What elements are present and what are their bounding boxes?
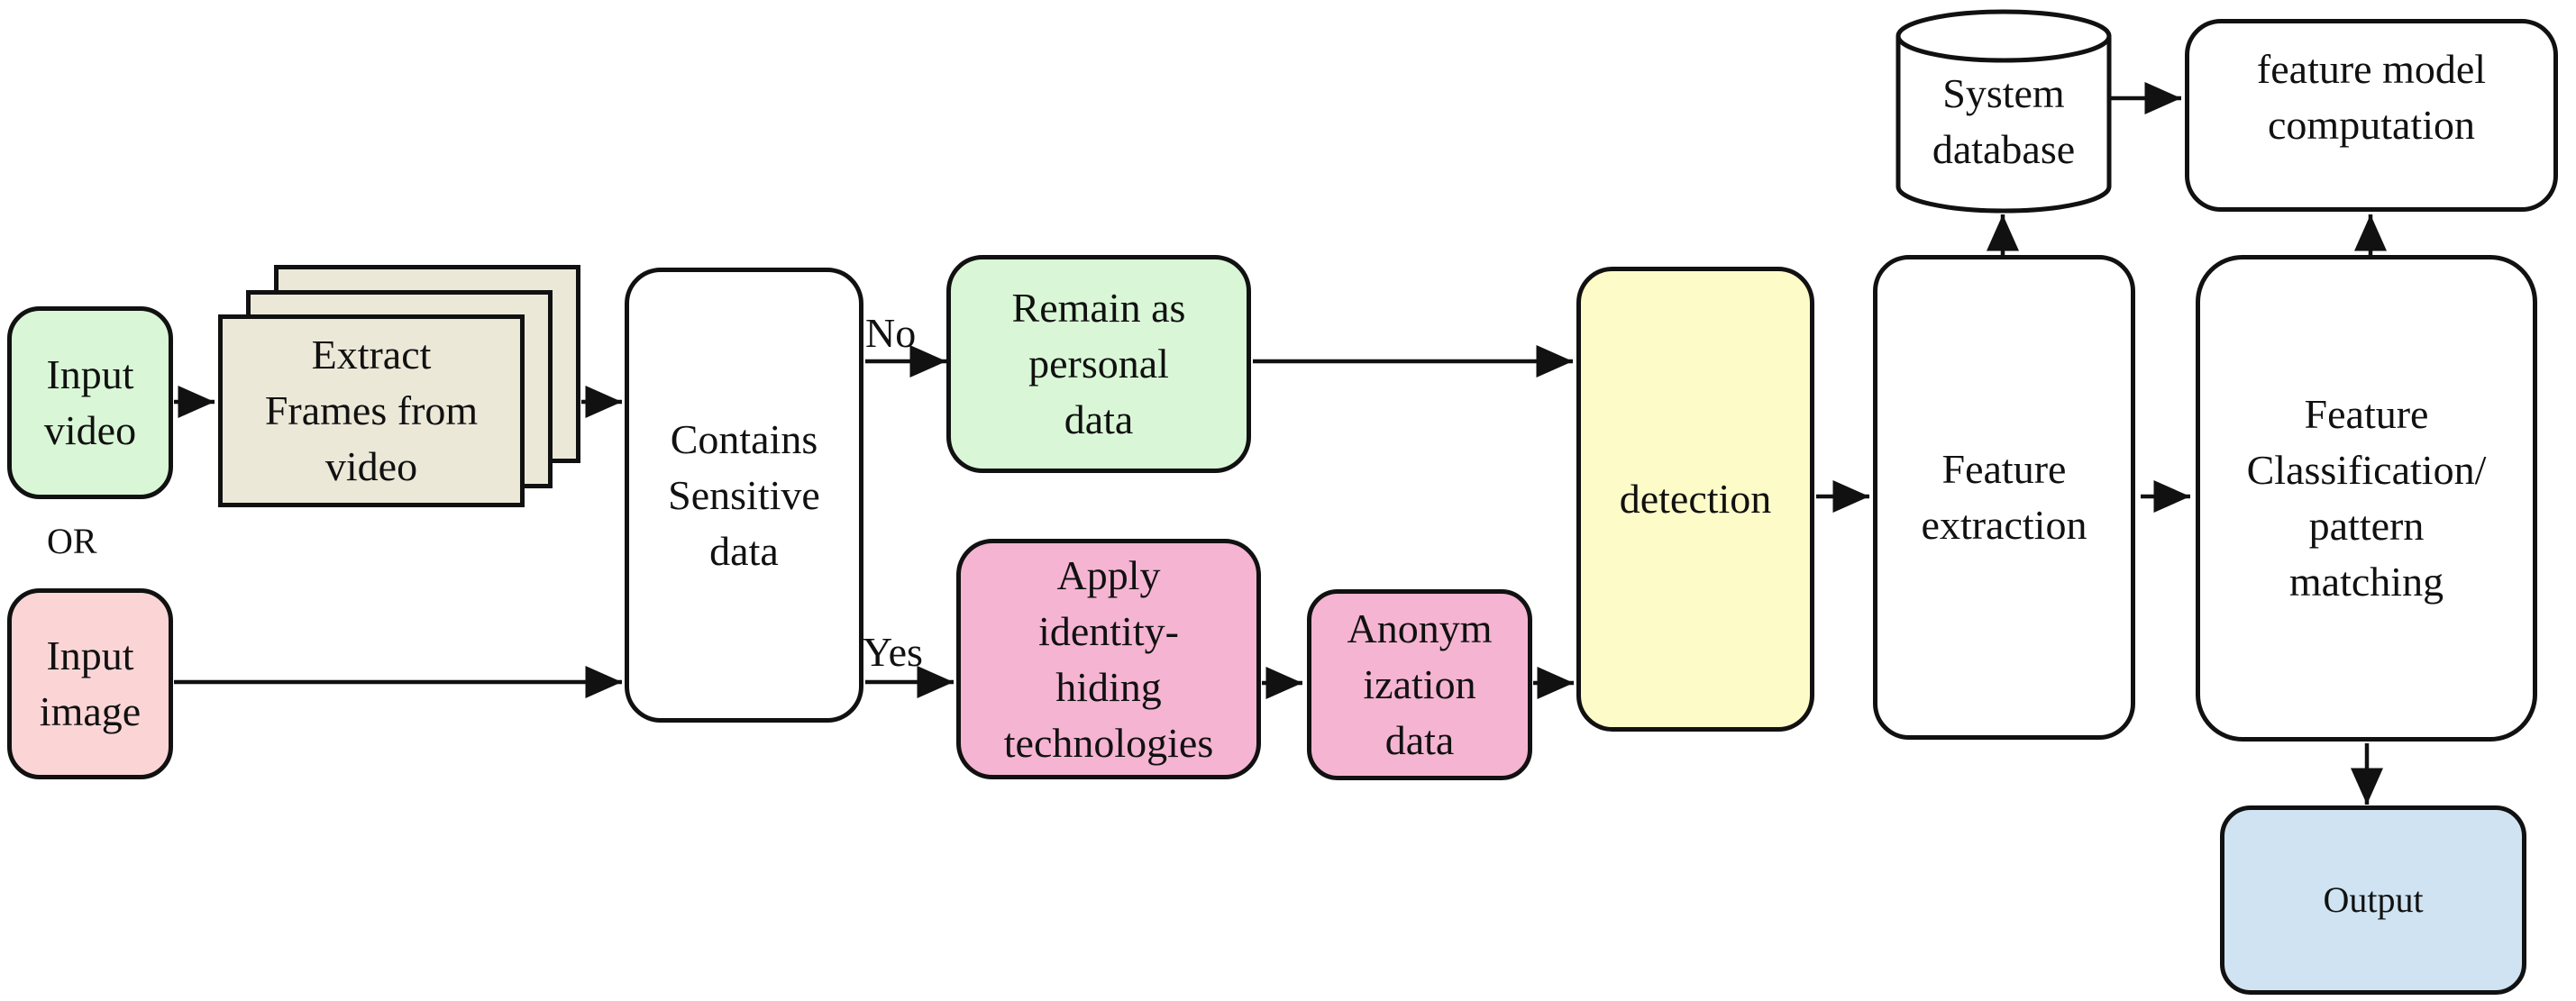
feature-model-node: feature model computation (2185, 19, 2558, 212)
extract-frames-line-1: Extract (311, 332, 432, 378)
remain-personal-line-2: personal (1028, 341, 1169, 387)
apply-identity-line-4: technologies (1003, 719, 1214, 766)
anonymization-line-2: ization (1363, 661, 1476, 707)
feature-extraction-line-2: extraction (1921, 502, 2087, 548)
feature-model-line-1: feature model (2256, 46, 2487, 92)
apply-identity-line-1: Apply (1056, 551, 1161, 598)
feature-classification-line-4: matching (2288, 559, 2444, 605)
input-image-node: Input image (7, 588, 173, 779)
system-database-line-2: database (1932, 126, 2076, 172)
output-line-1: Output (2323, 879, 2424, 920)
output-node: Output (2220, 805, 2526, 995)
apply-identity-line-2: identity- (1038, 607, 1179, 654)
or-label: OR (47, 521, 97, 561)
anonymization-node: Anonym ization data (1307, 589, 1532, 780)
yes-label: Yes (863, 629, 923, 675)
input-video-line-2: video (43, 407, 137, 453)
detection-line-1: detection (1619, 476, 1772, 522)
input-video-line-1: Input (46, 351, 134, 397)
anonymization-line-1: Anonym (1347, 605, 1493, 651)
apply-identity-node: Apply identity-hiding technologies (956, 539, 1261, 779)
system-database-line-1: System (1942, 70, 2065, 116)
system-database-node: System database (1898, 63, 2109, 180)
anonymization-line-3: data (1384, 717, 1455, 763)
apply-identity-line-3: hiding (1055, 663, 1162, 710)
input-image-line-1: Input (46, 632, 134, 678)
remain-personal-line-3: data (1064, 396, 1134, 442)
feature-classification-line-2: Classification/ (2246, 447, 2487, 493)
contains-sensitive-line-1: Contains (670, 415, 818, 462)
contains-sensitive-line-2: Sensitive (668, 471, 820, 518)
detection-node: detection (1576, 267, 1814, 732)
feature-extraction-line-1: Feature (1941, 446, 2067, 492)
contains-sensitive-line-3: data (709, 527, 779, 574)
no-label: No (865, 310, 917, 356)
remain-personal-line-1: Remain as (1011, 285, 1186, 331)
feature-classification-line-1: Feature (2304, 391, 2429, 437)
extract-frames-line-2: Frames from (264, 387, 479, 433)
extract-frames-line-3: video (324, 443, 418, 489)
input-image-line-2: image (39, 688, 142, 734)
input-video-node: Input video (7, 306, 173, 499)
feature-classification-line-3: pattern (2308, 503, 2425, 549)
database-cylinder (1895, 9, 2112, 214)
remain-personal-node: Remain as personal data (946, 255, 1251, 473)
feature-model-line-2: computation (2268, 102, 2475, 148)
feature-extraction-node: Feature extraction (1873, 255, 2135, 740)
